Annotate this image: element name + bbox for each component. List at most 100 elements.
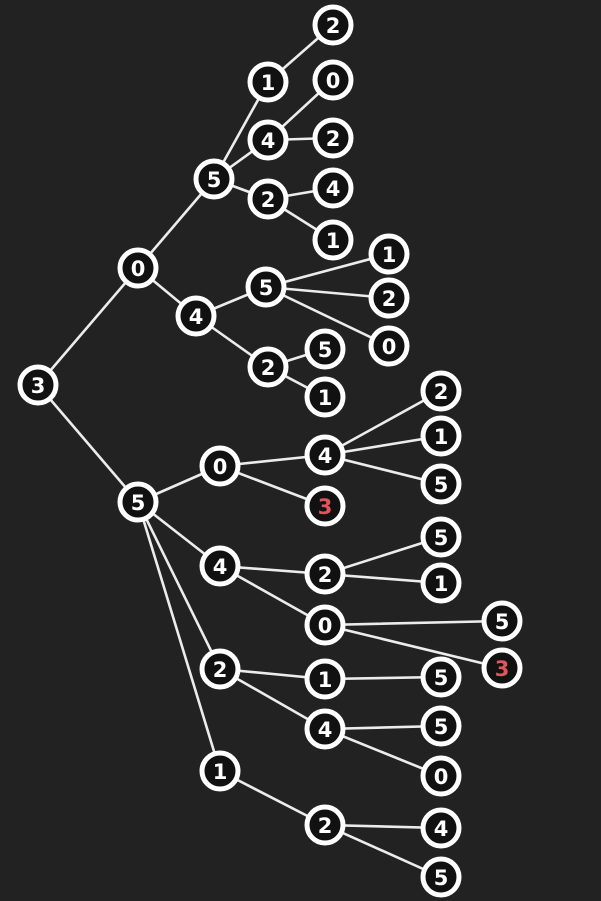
tree-node: 5 — [420, 705, 462, 747]
tree-node-label-highlight: 3 — [495, 657, 510, 681]
tree-node-label: 2 — [261, 356, 276, 380]
tree-node: 4 — [420, 807, 462, 849]
tree-node-circle — [247, 178, 289, 220]
tree-node-label: 4 — [213, 555, 228, 579]
tree-node-circle — [420, 463, 462, 505]
tree-node-label: 1 — [318, 668, 333, 692]
tree-edge — [323, 619, 504, 627]
tree-node-label: 0 — [382, 335, 397, 359]
tree-node-label: 4 — [434, 817, 449, 841]
tree-node-circle — [312, 167, 354, 209]
tree-node-circle — [304, 804, 346, 846]
tree-node-label: 4 — [261, 129, 276, 153]
tree-node-circle — [304, 434, 346, 476]
tree-node: 0 — [312, 59, 354, 101]
tree-node-circle — [199, 648, 241, 690]
tree-node: 5 — [420, 856, 462, 898]
tree-node-label: 1 — [382, 243, 397, 267]
tree-edge — [323, 623, 504, 670]
tree-edge — [36, 266, 140, 387]
tree-node-circle — [247, 61, 289, 103]
tree-node-circle — [420, 370, 462, 412]
tree-node: 1 — [247, 61, 289, 103]
tree-node: 5 — [481, 600, 523, 642]
tree-edge — [136, 500, 222, 671]
tree-node: 4 — [312, 167, 354, 209]
tree-node-circle — [420, 562, 462, 604]
tree-node-label: 4 — [189, 305, 204, 329]
tree-node: 2 — [304, 804, 346, 846]
tree-node-circle — [199, 750, 241, 792]
tree-node-label: 4 — [326, 177, 341, 201]
tree-node-label: 5 — [495, 610, 510, 634]
tree-node-circle — [420, 656, 462, 698]
tree-node-label: 4 — [318, 718, 333, 742]
tree-node-circle — [312, 219, 354, 261]
tree-node-label: 4 — [318, 444, 333, 468]
tree-node-label: 2 — [326, 14, 341, 38]
tree-node-label: 5 — [434, 526, 449, 550]
tree-node-circle — [481, 647, 523, 689]
tree-node: 2 — [312, 117, 354, 159]
tree-node: 4 — [199, 545, 241, 587]
tree-node-circle — [420, 516, 462, 558]
tree-node: 0 — [304, 604, 346, 646]
tree-node: 0 — [199, 445, 241, 487]
tree-node-circle — [117, 247, 159, 289]
tree-node: 3 — [304, 485, 346, 527]
tree-node: 5 — [420, 656, 462, 698]
tree-node: 0 — [420, 755, 462, 797]
tree-node-label: 5 — [131, 491, 146, 515]
tree-node-circle — [312, 4, 354, 46]
tree-node: 4 — [247, 119, 289, 161]
tree-node-label: 0 — [326, 69, 341, 93]
tree-node-label: 1 — [318, 386, 333, 410]
tree-node-circle — [247, 119, 289, 161]
tree-node: 1 — [312, 219, 354, 261]
tree-node-label: 5 — [434, 866, 449, 890]
tree-node-label: 5 — [207, 168, 222, 192]
tree-node: 4 — [175, 295, 217, 337]
tree-node-label: 1 — [261, 71, 276, 95]
tree-node-label: 1 — [434, 572, 449, 596]
tree-node-circle — [304, 658, 346, 700]
tree-edge — [264, 285, 391, 300]
tree-edge — [264, 285, 391, 348]
tree-node-label: 1 — [326, 229, 341, 253]
tree-node-label: 5 — [434, 715, 449, 739]
tree-node: 2 — [247, 346, 289, 388]
tree-node: 0 — [368, 325, 410, 367]
tree-node: 1 — [420, 415, 462, 457]
tree-node-label: 5 — [318, 338, 333, 362]
tree-node-circle — [17, 364, 59, 406]
tree-node-circle — [420, 755, 462, 797]
tree-node-label: 3 — [31, 374, 46, 398]
tree-node-circle — [368, 325, 410, 367]
tree-node-circle — [481, 600, 523, 642]
tree-node-circle — [368, 233, 410, 275]
tree-node: 5 — [245, 266, 287, 308]
tree-node: 4 — [304, 434, 346, 476]
tree-node: 2 — [199, 648, 241, 690]
tree-node-label: 2 — [261, 188, 276, 212]
tree-node-circle — [420, 415, 462, 457]
tree-node: 3 — [17, 364, 59, 406]
tree-node: 2 — [368, 277, 410, 319]
tree-node-label: 1 — [213, 760, 228, 784]
tree-node-circle — [304, 708, 346, 750]
tree-node: 5 — [304, 328, 346, 370]
tree-node: 3 — [481, 647, 523, 689]
tree-edge — [323, 389, 443, 457]
tree-node-circle — [199, 445, 241, 487]
tree-node-circle — [304, 328, 346, 370]
tree-node: 5 — [420, 516, 462, 558]
tree-node-circle — [117, 481, 159, 523]
tree-node-label: 2 — [382, 287, 397, 311]
tree-node-label: 2 — [434, 380, 449, 404]
tree-edge — [264, 252, 391, 289]
tree-node: 5 — [117, 481, 159, 523]
tree-node-circle — [193, 158, 235, 200]
tree-node: 0 — [117, 247, 159, 289]
tree-node: 2 — [420, 370, 462, 412]
